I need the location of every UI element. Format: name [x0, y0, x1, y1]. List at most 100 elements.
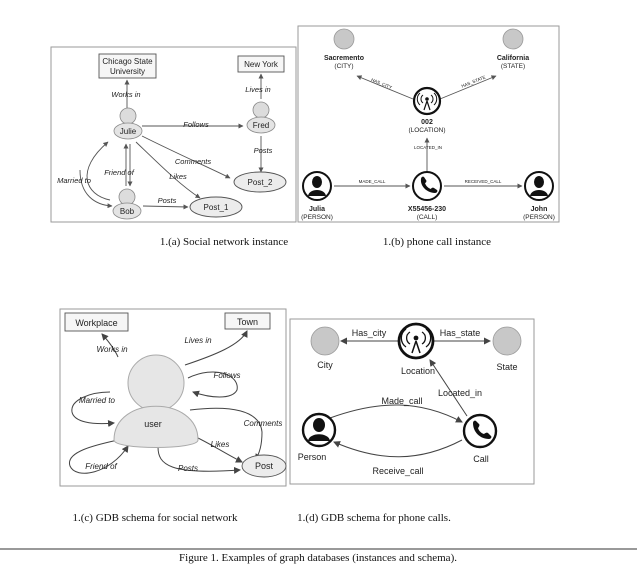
- edge-d-receive-call: [333, 439, 463, 458]
- edge-a-likes: [135, 141, 201, 199]
- label-julia: Julia: [309, 206, 325, 213]
- edge-a-married-down: [79, 169, 113, 209]
- node-state: [492, 326, 522, 356]
- label-b-received-call: RECEIVED_CALL: [465, 179, 502, 184]
- node-workplace: [64, 312, 129, 332]
- edge-b-has-city: [356, 75, 414, 100]
- label-city: City: [317, 360, 333, 370]
- label-c-posts: Posts: [178, 464, 198, 473]
- label-person: Person: [298, 452, 327, 462]
- node-city: [310, 326, 340, 356]
- label-c-married-to: Married to: [79, 396, 116, 405]
- node-post-1: [189, 196, 243, 218]
- label-workplace: Workplace: [75, 318, 117, 328]
- label-chicago-line2: University: [110, 67, 145, 76]
- label-sacremento: Sacremento: [324, 55, 364, 62]
- person-silhouette-icon: [308, 176, 326, 196]
- label-call-id: X55456-230: [408, 206, 446, 213]
- node-julie: Julie: [113, 107, 143, 140]
- node-location: [397, 322, 435, 360]
- node-john: [524, 171, 554, 201]
- edge-d-located-in: [429, 359, 468, 417]
- node-post: [241, 454, 287, 478]
- node-chicago-state-university: [98, 53, 157, 79]
- edge-c-married-to: [71, 391, 115, 428]
- label-a-follows: Follows: [183, 120, 209, 129]
- label-julie: Julie: [120, 127, 137, 136]
- label-b-made-call: MADE_CALL: [359, 179, 386, 184]
- node-location-002: [412, 86, 442, 116]
- label-julia-type: (PERSON): [301, 214, 333, 221]
- node-town: [224, 312, 271, 330]
- label-loc-id: 002: [421, 119, 433, 126]
- label-a-works-in: Works in: [111, 90, 140, 99]
- edge-a-comments: [141, 135, 231, 179]
- edge-c-lives-in: [184, 330, 248, 366]
- edge-c-friend-of: [69, 439, 129, 474]
- node-user: user: [113, 354, 199, 448]
- label-c-friend-of: Friend of: [85, 462, 117, 471]
- antenna-icon: [416, 92, 438, 111]
- label-fred: Fred: [253, 121, 269, 130]
- node-fred: Fred: [246, 101, 276, 134]
- node-california: [502, 28, 524, 50]
- label-user: user: [144, 419, 162, 429]
- panel-b-phone-call-instance: Sacremento (CITY) California (STATE) 002…: [297, 25, 560, 223]
- node-person: [301, 412, 337, 448]
- label-a-friend-of: Friend of: [104, 168, 135, 177]
- panel-a-frame: [50, 46, 297, 223]
- label-c-likes: Likes: [211, 440, 230, 449]
- edge-c-works-in: [101, 333, 119, 358]
- node-post-2: [233, 171, 287, 193]
- label-d-has-state: Has_state: [440, 328, 481, 338]
- edge-c-posts: [157, 446, 241, 474]
- label-b-located-in: LOCATED_IN: [414, 145, 442, 150]
- node-call: [462, 413, 498, 449]
- label-bob: Bob: [120, 207, 135, 216]
- edge-a-married-up: [86, 141, 111, 201]
- label-john-type: (PERSON): [523, 214, 555, 221]
- label-call: Call: [473, 454, 489, 464]
- figure-caption: Figure 1. Examples of graph databases (i…: [179, 552, 457, 564]
- node-new-york: [237, 55, 285, 73]
- person-silhouette-icon: [308, 418, 330, 441]
- node-bob: Bob: [112, 188, 142, 220]
- caption-a: 1.(a) Social network instance: [160, 236, 288, 248]
- label-new-york: New York: [244, 60, 279, 69]
- label-d-located-in: Located_in: [438, 388, 482, 398]
- label-a-posts-fred: Posts: [254, 146, 273, 155]
- phone-icon: [473, 420, 492, 439]
- caption-d: 1.(d) GDB schema for phone calls.: [297, 512, 451, 524]
- label-post: Post: [255, 461, 274, 471]
- label-c-lives-in: Lives in: [184, 336, 212, 345]
- label-post-1: Post_1: [204, 203, 229, 212]
- label-loc-type: (LOCATION): [408, 127, 445, 134]
- node-call-x55456-230: [412, 171, 442, 201]
- label-location: Location: [401, 366, 435, 376]
- label-a-lives-in: Lives in: [245, 85, 270, 94]
- label-d-has-city: Has_city: [352, 328, 387, 338]
- caption-c: 1.(c) GDB schema for social network: [73, 512, 238, 524]
- label-a-comments: Comments: [175, 157, 212, 166]
- edge-d-made-call: [329, 404, 463, 423]
- label-c-comments: Comments: [244, 419, 283, 428]
- label-d-receive-call: Receive_call: [372, 466, 423, 476]
- label-a-posts-bob: Posts: [158, 196, 177, 205]
- label-d-made-call: Made_call: [381, 396, 422, 406]
- panel-d-gdb-schema-phone: City State Location Person Call: [289, 318, 535, 485]
- person-silhouette-icon: [530, 176, 548, 196]
- label-post-2: Post_2: [248, 178, 273, 187]
- node-julia: [302, 171, 332, 201]
- label-a-married-to: Married to: [57, 176, 91, 185]
- label-california: California: [497, 55, 529, 62]
- label-c-follows: Follows: [213, 371, 240, 380]
- panel-a-social-network-instance: Chicago State University New York Julie …: [50, 46, 297, 223]
- label-town: Town: [237, 317, 258, 327]
- label-john: John: [531, 206, 548, 213]
- edge-c-follows: [187, 371, 238, 398]
- label-a-likes: Likes: [169, 172, 187, 181]
- node-sacremento: [333, 28, 355, 50]
- label-california-type: (STATE): [501, 63, 525, 70]
- edge-b-has-state: [439, 75, 497, 100]
